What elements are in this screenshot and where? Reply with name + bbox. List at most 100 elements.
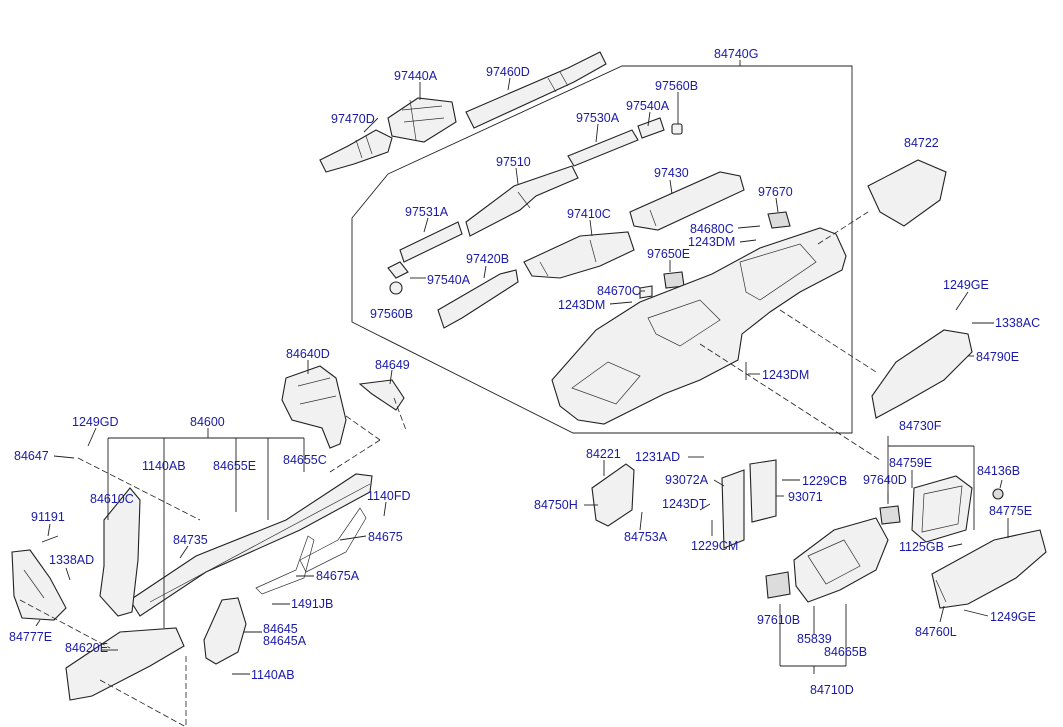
part-97410C-duct [523,231,635,279]
label-93072A: 93072A [665,473,709,487]
label-97440A: 97440A [394,69,438,83]
part-97460D-duct [465,51,607,129]
label-84600: 84600 [190,415,225,429]
group-84740G-frame [351,60,853,434]
label-84730F: 84730F [899,419,942,433]
part-84760L-glove-box [931,529,1047,609]
label-84647: 84647 [14,449,49,463]
label-1249GD: 1249GD [72,415,119,429]
part-84722-glove-lid [867,159,947,227]
label-97410C: 97410C [567,207,611,221]
label-84645: 84645 [263,622,298,636]
part-84730F-cluster-fascia [911,475,973,543]
label-93071: 93071 [788,490,823,504]
label-97530A: 97530A [576,111,620,125]
label-84221: 84221 [586,447,621,461]
label-84675A: 84675A [316,569,360,583]
label-84759E: 84759E [889,456,932,470]
part-97440A-blower-duct [387,97,457,143]
part-97420B-duct [437,269,519,329]
part-97531A-duct [399,221,463,263]
label-97650E: 97650E [647,247,690,261]
part-84777E-bracket [11,549,67,621]
label-84740G: 84740G [714,47,758,61]
label-84645A: 84645A [263,634,307,648]
label-84675: 84675 [368,530,403,544]
part-84600-cross-member [129,473,373,617]
part-97610B-vent [765,571,791,599]
label-84753A: 84753A [624,530,668,544]
label-84136B: 84136B [977,464,1020,478]
label-84610C: 84610C [90,492,134,506]
label-1243DM-lower: 1243DM [762,368,809,382]
label-97560B-upper: 97560B [655,79,698,93]
part-84620E-lower-bracket [65,627,185,701]
part-84670C-clip [639,285,653,299]
part-number-labels: 84740G 97440A 97460D 97560B 97470D 97540… [9,47,1040,697]
label-1338AC: 1338AC [995,316,1040,330]
part-91191-pin [41,535,59,543]
part-97470D-duct [319,129,393,173]
part-97560B-cap-lower [389,281,403,295]
label-84655E: 84655E [213,459,256,473]
part-84675A-brace [255,535,315,595]
part-84710D-center-fascia [793,517,889,603]
part-97640D-vent [879,505,901,525]
part-97670-vent [767,211,791,229]
label-97610B: 97610B [757,613,800,627]
leader-lines [35,77,1009,675]
label-84722: 84722 [904,136,939,150]
part-97510-duct [465,165,579,237]
part-97430-duct [629,171,745,231]
label-1491JB: 1491JB [291,597,333,611]
label-84777E: 84777E [9,630,52,644]
label-97560B-lower: 97560B [370,307,413,321]
label-84735: 84735 [173,533,208,547]
part-84610C-side-bracket [99,487,141,617]
part-97540A-connector-upper [637,117,665,139]
part-93071-switch-panel [749,459,777,523]
part-84136B-cap [992,488,1004,500]
label-84665B: 84665B [824,645,867,659]
label-1125GB: 1125GB [899,540,944,554]
label-1243DM-upper: 1243DM [688,235,735,249]
label-84760L: 84760L [915,625,957,639]
label-1140AB-upper: 1140AB [142,459,186,473]
label-84655C: 84655C [283,453,327,467]
label-84750H: 84750H [534,498,578,512]
label-84620E: 84620E [65,641,108,655]
part-crash-pad-main-panel [551,227,847,425]
label-97640D: 97640D [863,473,907,487]
part-84675-brace [299,507,367,573]
label-84790E: 84790E [976,350,1019,364]
label-97420B: 97420B [466,252,509,266]
label-1231AD: 1231AD [635,450,680,464]
label-1243DM-middle: 1243DM [558,298,605,312]
part-97540A-connector-lower [387,261,409,279]
label-97460D: 97460D [486,65,530,79]
part-97530A-duct [567,129,639,167]
label-97470D: 97470D [331,112,375,126]
label-97540A-lower: 97540A [427,273,471,287]
label-84649: 84649 [375,358,410,372]
label-84710D: 84710D [810,683,854,697]
label-1249GE-upper: 1249GE [943,278,989,292]
part-93072A-switch-panel [721,469,745,549]
label-1249GE-lower: 1249GE [990,610,1036,624]
label-97540A-upper: 97540A [626,99,670,113]
label-84680C: 84680C [690,222,734,236]
label-1229CM: 1229CM [691,539,738,553]
label-1140AB-lower: 1140AB [251,668,295,682]
part-84649-bracket [358,379,405,411]
part-84640D-bracket [281,365,347,449]
label-1140FD: 1140FD [367,489,411,503]
part-84645-bracket [203,597,247,665]
label-1229CB: 1229CB [802,474,847,488]
part-84750H-panel [591,463,635,527]
label-84640D: 84640D [286,347,330,361]
label-97430: 97430 [654,166,689,180]
label-84670C: 84670C [597,284,641,298]
label-1338AD: 1338AD [49,553,94,567]
label-97670: 97670 [758,185,793,199]
